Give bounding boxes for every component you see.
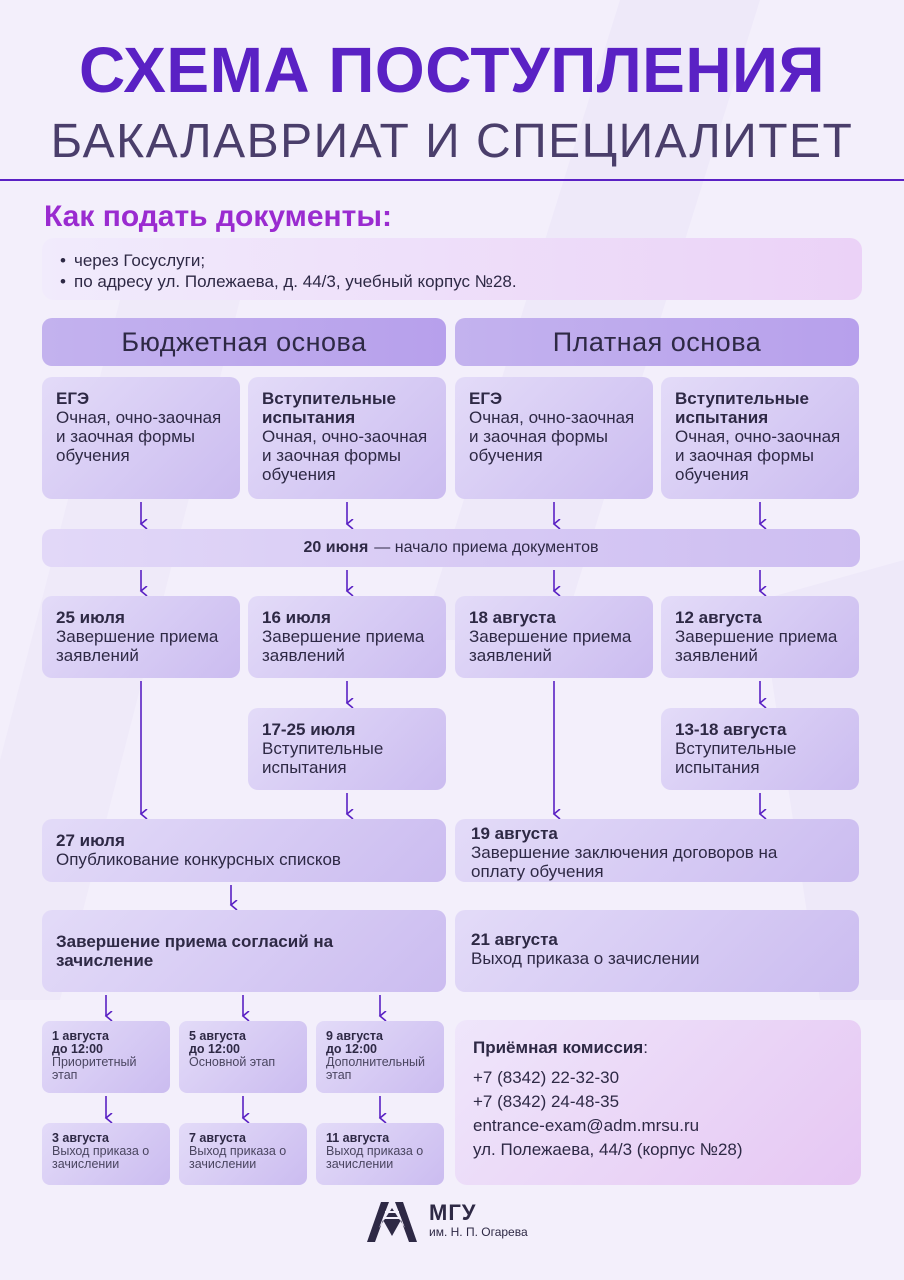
- deadline-text: Завершение приема заявлений: [469, 627, 632, 665]
- how-to-title: Как подать документы:: [44, 200, 392, 233]
- track-text: Очная, очно-заочная и заочная формы обуч…: [469, 408, 635, 465]
- stage-priority: 1 августа до 12:00 Приоритетный этап: [42, 1021, 170, 1093]
- stage-name: Основной этап: [189, 1055, 276, 1069]
- paid-exam-box: Вступительные испытания Очная, очно-заоч…: [661, 377, 859, 499]
- commission-email[interactable]: entrance-exam@adm.mrsu.ru: [473, 1116, 700, 1135]
- commission-phone-1[interactable]: +7 (8342) 22-32-30: [473, 1068, 620, 1087]
- paid-ege-deadline: 18 августа Завершение приема заявлений: [455, 596, 653, 678]
- page-title: СХЕМА ПОСТУПЛЕНИЯ: [78, 34, 826, 106]
- order-date: 3 августа: [52, 1131, 109, 1145]
- paid-header: Платная основа: [455, 318, 859, 366]
- stage-date: 9 августа: [326, 1029, 383, 1043]
- how-to-item: через Госуслуги;: [60, 250, 844, 271]
- stage-name: Дополнительный этап: [326, 1055, 425, 1082]
- logo-subtitle: им. Н. П. Огарева: [429, 1225, 528, 1239]
- budget-ege-deadline: 25 июля Завершение приема заявлений: [42, 596, 240, 678]
- commission-address: ул. Полежаева, 44/3 (корпус №28): [473, 1140, 743, 1159]
- university-logo: МГУ им. Н. П. Огарева: [365, 1198, 528, 1244]
- track-title: ЕГЭ: [469, 389, 503, 408]
- how-to-item: по адресу ул. Полежаева, д. 44/3, учебны…: [60, 271, 844, 292]
- paid-order-text: Выход приказа о зачислении: [471, 949, 700, 968]
- order-priority: 3 августа Выход приказа о зачислении: [42, 1123, 170, 1185]
- paid-exams-box: 13-18 августа Вступительные испытания: [661, 708, 859, 790]
- contracts-box: 19 августа Завершение заключения договор…: [455, 819, 859, 882]
- stage-date: 5 августа: [189, 1029, 246, 1043]
- logo-name: МГУ: [429, 1200, 477, 1225]
- stage-additional: 9 августа до 12:00 Дополнительный этап: [316, 1021, 444, 1093]
- stage-date: 1 августа: [52, 1029, 109, 1043]
- exam-date: 13-18 августа: [675, 720, 787, 739]
- consent-text: Завершение приема согласий на зачисление: [56, 932, 334, 970]
- budget-ege-box: ЕГЭ Очная, очно-заочная и заочная формы …: [42, 377, 240, 499]
- track-title: Вступительные испытания: [675, 389, 809, 427]
- budget-exams-box: 17-25 июля Вступительные испытания: [248, 708, 446, 790]
- contracts-date: 19 августа: [471, 824, 558, 843]
- consent-box: Завершение приема согласий на зачисление: [42, 910, 446, 992]
- mgu-logo-icon: [367, 1202, 417, 1242]
- track-title: Вступительные испытания: [262, 389, 396, 427]
- track-title: ЕГЭ: [56, 389, 90, 408]
- contracts-text: Завершение заключения договоров на оплат…: [471, 843, 778, 881]
- exam-text: Вступительные испытания: [262, 739, 384, 777]
- deadline-date: 16 июля: [262, 608, 331, 627]
- commission-box: Приёмная комиссия: +7 (8342) 22-32-30 +7…: [455, 1020, 861, 1185]
- lists-text: Опубликование конкурсных списков: [56, 850, 341, 869]
- deadline-text: Завершение приема заявлений: [262, 627, 425, 665]
- exam-text: Вступительные испытания: [675, 739, 797, 777]
- page-subtitle: БАКАЛАВРИАТ И СПЕЦИАЛИТЕТ: [50, 115, 854, 168]
- track-text: Очная, очно-заочная и заочная формы обуч…: [675, 427, 841, 484]
- start-date-bar: 20 июня — начало приема документов: [42, 529, 860, 567]
- track-text: Очная, очно-заочная и заочная формы обуч…: [56, 408, 222, 465]
- lists-box: 27 июля Опубликование конкурсных списков: [42, 819, 446, 882]
- deadline-text: Завершение приема заявлений: [56, 627, 219, 665]
- stage-time: до 12:00: [326, 1042, 378, 1056]
- stage-name: Приоритетный этап: [52, 1055, 137, 1082]
- lists-date: 27 июля: [56, 831, 125, 850]
- order-date: 7 августа: [189, 1131, 246, 1145]
- commission-colon: :: [643, 1038, 648, 1057]
- how-to-list: через Госуслуги; по адресу ул. Полежаева…: [42, 238, 862, 300]
- order-main: 7 августа Выход приказа о зачислении: [179, 1123, 307, 1185]
- deadline-date: 18 августа: [469, 608, 556, 627]
- stage-main: 5 августа до 12:00 Основной этап: [179, 1021, 307, 1093]
- deadline-date: 12 августа: [675, 608, 762, 627]
- exam-date: 17-25 июля: [262, 720, 356, 739]
- budget-exam-box: Вступительные испытания Очная, очно-заоч…: [248, 377, 446, 499]
- deadline-date: 25 июля: [56, 608, 125, 627]
- order-date: 11 августа: [326, 1131, 390, 1145]
- order-additional: 11 августа Выход приказа о зачислении: [316, 1123, 444, 1185]
- paid-order-box: 21 августа Выход приказа о зачислении: [455, 910, 859, 992]
- commission-title: Приёмная комиссия: [473, 1038, 644, 1057]
- order-text: Выход приказа о зачислении: [326, 1144, 424, 1171]
- order-text: Выход приказа о зачислении: [52, 1144, 150, 1171]
- budget-exam-deadline: 16 июля Завершение приема заявлений: [248, 596, 446, 678]
- order-text: Выход приказа о зачислении: [189, 1144, 287, 1171]
- deadline-text: Завершение приема заявлений: [675, 627, 838, 665]
- track-text: Очная, очно-заочная и заочная формы обуч…: [262, 427, 428, 484]
- stage-time: до 12:00: [189, 1042, 241, 1056]
- budget-header: Бюджетная основа: [42, 318, 446, 366]
- start-date: 20 июня: [303, 539, 369, 556]
- title-divider: [0, 179, 904, 181]
- paid-order-date: 21 августа: [471, 930, 558, 949]
- stage-time: до 12:00: [52, 1042, 104, 1056]
- paid-ege-box: ЕГЭ Очная, очно-заочная и заочная формы …: [455, 377, 653, 499]
- paid-exam-deadline: 12 августа Завершение приема заявлений: [661, 596, 859, 678]
- commission-phone-2[interactable]: +7 (8342) 24-48-35: [473, 1092, 620, 1111]
- start-text: — начало приема документов: [374, 539, 599, 556]
